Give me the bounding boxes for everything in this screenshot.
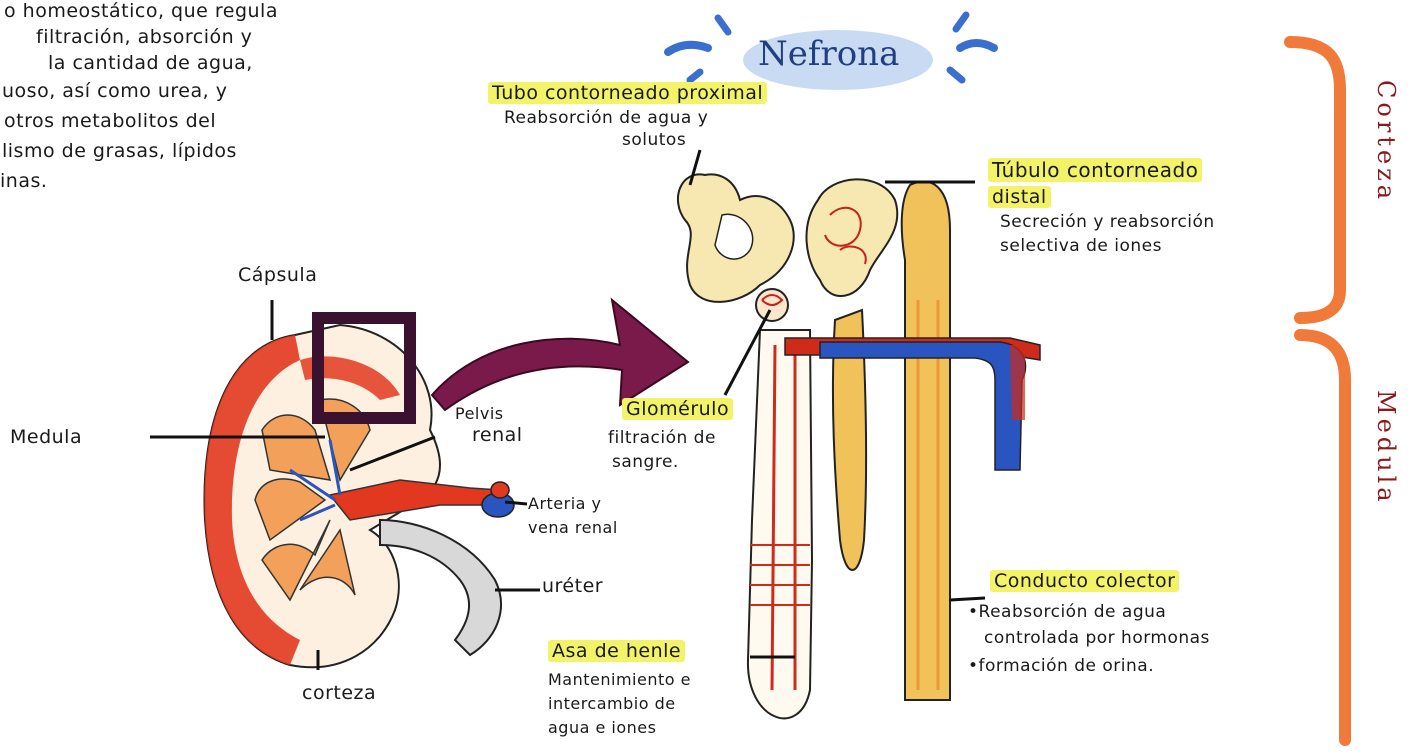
label-colector-desc-1: •Reabsorción de agua: [968, 602, 1166, 622]
intro-line-5: otros metabolitos del: [4, 110, 216, 132]
label-proximal-desc-2: solutos: [622, 130, 686, 150]
intro-line-6: lismo de grasas, lípidos: [2, 140, 237, 162]
label-proximal-title: Tubo contorneado proximal: [488, 82, 767, 104]
intro-line-1: o homeostático, que regula: [4, 0, 278, 22]
label-arteria-1: Arteria y: [528, 494, 602, 513]
label-distal-title-1: Túbulo contorneado: [988, 158, 1202, 182]
label-colector-desc-2: controlada por hormonas: [984, 628, 1210, 648]
label-corteza-kidney: corteza: [302, 682, 376, 704]
label-distal-title-2: distal: [988, 186, 1051, 208]
label-medula: Medula: [10, 426, 82, 448]
label-proximal-desc-1: Reabsorción de agua y: [504, 108, 708, 128]
label-colector-desc-3: •formación de orina.: [968, 656, 1154, 676]
intro-line-7: inas.: [0, 170, 47, 192]
label-distal-desc-2: selectiva de iones: [1000, 236, 1162, 256]
label-pelvis-1: Pelvis: [455, 404, 504, 423]
intro-line-2: filtración, absorción y: [36, 26, 252, 48]
side-label-medula: Medula: [1372, 390, 1400, 506]
label-arteria-2: vena renal: [528, 518, 618, 537]
label-henle-desc-1: Mantenimiento e: [548, 670, 691, 689]
page-title: Nefrona: [758, 34, 899, 74]
label-henle-title: Asa de henle: [548, 640, 685, 662]
label-henle-desc-2: intercambio de: [548, 694, 676, 713]
intro-line-4: uoso, así como urea, y: [2, 80, 227, 102]
label-henle-desc-3: agua e iones: [548, 718, 656, 737]
label-glomerulo-desc-1: filtración de: [608, 428, 716, 448]
label-capsula: Cápsula: [238, 264, 317, 286]
label-glomerulo-title: Glomérulo: [622, 398, 733, 420]
intro-line-3: la cantidad de agua,: [48, 52, 253, 74]
side-label-corteza: Corteza: [1372, 80, 1400, 203]
label-distal-desc-1: Secreción y reabsorción: [1000, 212, 1215, 232]
label-ureter: uréter: [542, 575, 603, 597]
arrow-to-nephron: [432, 300, 688, 410]
region-brackets: [1290, 42, 1345, 740]
label-glomerulo-desc-2: sangre.: [612, 452, 679, 472]
label-colector-title: Conducto colector: [990, 570, 1179, 592]
label-pelvis-2: renal: [472, 424, 523, 446]
